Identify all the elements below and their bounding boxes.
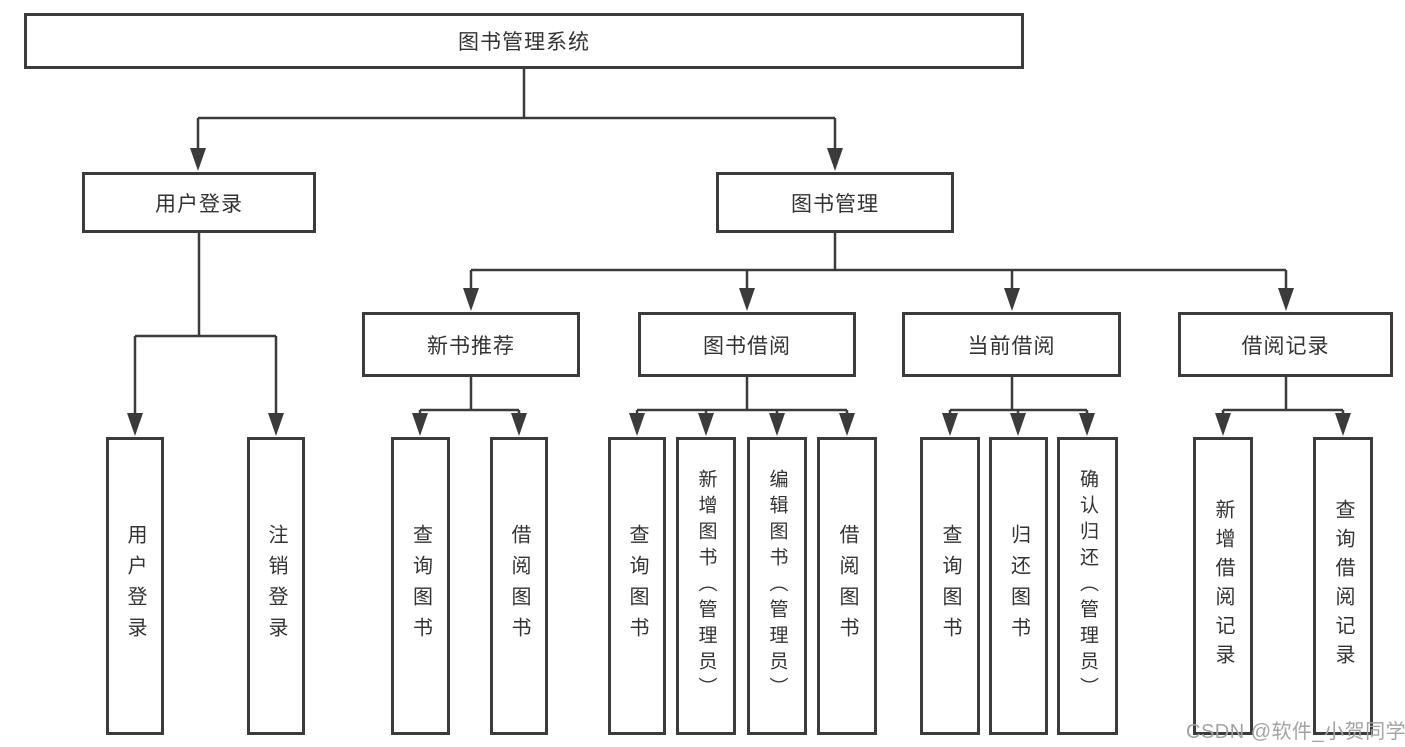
arrowhead-icon bbox=[629, 413, 645, 436]
node-label: 借阅图书 bbox=[508, 524, 530, 648]
node-library-management-system: 图书管理系统 bbox=[24, 13, 1024, 69]
node-label: 新增图书（管理员） bbox=[695, 469, 717, 703]
node-rec-query-books: 查询图书 bbox=[391, 437, 450, 735]
node-bb-add-books-admin: 新增图书（管理员） bbox=[676, 437, 736, 735]
arrowhead-icon bbox=[1215, 413, 1231, 436]
arrowhead-icon bbox=[190, 148, 206, 171]
node-label: 图书管理系统 bbox=[458, 31, 590, 54]
node-label: 确认归还（管理员） bbox=[1077, 469, 1098, 703]
node-bb-borrow-books: 借阅图书 bbox=[817, 437, 877, 735]
node-borrowing-records: 借阅记录 bbox=[1178, 312, 1393, 377]
node-label: 新增借阅记录 bbox=[1212, 499, 1234, 673]
arrowheads bbox=[127, 148, 1351, 436]
node-cb-query-books: 查询图书 bbox=[920, 437, 980, 735]
node-leaf-logout: 注销登录 bbox=[247, 437, 305, 735]
node-rec-borrow-books: 借阅图书 bbox=[490, 437, 548, 735]
arrowhead-icon bbox=[1278, 288, 1294, 311]
arrowhead-icon bbox=[839, 413, 855, 436]
arrowhead-icon bbox=[769, 413, 785, 436]
node-label: 查询图书 bbox=[409, 524, 432, 648]
node-label: 借阅记录 bbox=[1241, 334, 1330, 358]
watermark-csdn: CSDN @软件_小贺同学 bbox=[1186, 721, 1405, 743]
node-current-borrowing: 当前借阅 bbox=[902, 312, 1121, 377]
node-label: 借阅图书 bbox=[836, 524, 858, 648]
node-br-query-record: 查询借阅记录 bbox=[1313, 437, 1373, 735]
arrowhead-icon bbox=[1004, 288, 1020, 311]
node-label: 查询图书 bbox=[939, 524, 961, 648]
arrowhead-icon bbox=[739, 288, 755, 311]
arrowhead-icon bbox=[1335, 413, 1351, 436]
node-cb-confirm-return-admin: 确认归还（管理员） bbox=[1057, 437, 1118, 735]
node-label: 图书借阅 bbox=[703, 334, 791, 358]
arrowhead-icon bbox=[268, 413, 284, 436]
arrowhead-icon bbox=[827, 148, 843, 171]
node-cb-return-books: 归还图书 bbox=[989, 437, 1048, 735]
node-label: 查询借阅记录 bbox=[1332, 499, 1354, 673]
arrowhead-icon bbox=[511, 413, 527, 436]
node-book-management: 图书管理 bbox=[716, 172, 954, 233]
arrowhead-icon bbox=[412, 413, 428, 436]
node-label: 图书管理 bbox=[791, 192, 879, 216]
node-new-book-recommendation: 新书推荐 bbox=[362, 312, 580, 377]
arrowhead-icon bbox=[127, 413, 143, 436]
arrowhead-icon bbox=[942, 413, 958, 436]
arrowhead-icon bbox=[1079, 413, 1095, 436]
node-user-login: 用户登录 bbox=[82, 172, 316, 233]
node-label: 查询图书 bbox=[626, 524, 648, 648]
node-leaf-user-login: 用户登录 bbox=[106, 437, 164, 735]
node-label: 编辑图书（管理员） bbox=[766, 469, 788, 703]
node-label: 新书推荐 bbox=[427, 334, 515, 358]
node-bb-edit-books-admin: 编辑图书（管理员） bbox=[747, 437, 807, 735]
node-bb-query-books: 查询图书 bbox=[608, 437, 666, 735]
node-label: 注销登录 bbox=[265, 524, 287, 648]
node-book-borrowing: 图书借阅 bbox=[638, 312, 856, 377]
node-label: 当前借阅 bbox=[967, 334, 1056, 358]
node-label: 用户登录 bbox=[155, 192, 243, 216]
node-label: 归还图书 bbox=[1007, 524, 1030, 648]
node-label: 用户登录 bbox=[124, 524, 146, 648]
node-br-add-record: 新增借阅记录 bbox=[1193, 437, 1253, 735]
arrowhead-icon bbox=[463, 288, 479, 311]
arrowhead-icon bbox=[1010, 413, 1026, 436]
arrowhead-icon bbox=[698, 413, 714, 436]
